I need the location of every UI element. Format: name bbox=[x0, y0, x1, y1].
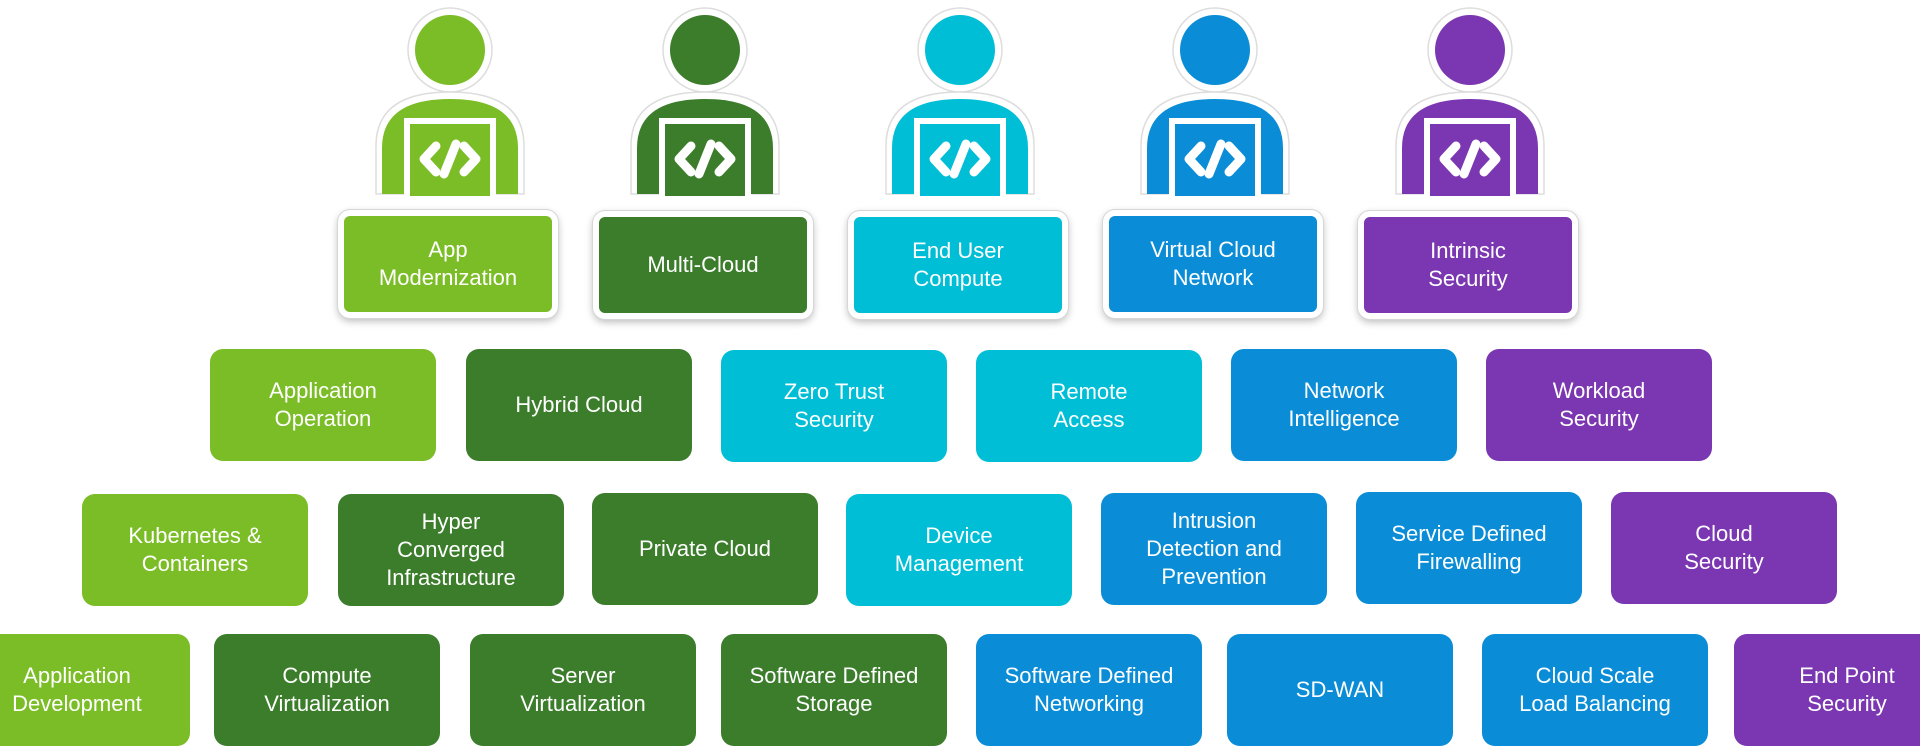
tile-network-intelligence: Network Intelligence bbox=[1231, 349, 1457, 461]
tile-hyper-converged-infrastructure: Hyper Converged Infrastructure bbox=[338, 494, 564, 606]
code-brackets-icon bbox=[1184, 139, 1246, 179]
tile-device-management: Device Management bbox=[846, 494, 1072, 606]
tile-intrusion-detection-prevention: Intrusion Detection and Prevention bbox=[1101, 493, 1327, 605]
tile-hybrid-cloud: Hybrid Cloud bbox=[466, 349, 692, 461]
tile-end-point-security: End Point Security bbox=[1734, 634, 1920, 746]
code-brackets-icon bbox=[1439, 139, 1501, 179]
tile-private-cloud: Private Cloud bbox=[592, 493, 818, 605]
tile-application-operation: Application Operation bbox=[210, 349, 436, 461]
tile-service-defined-firewalling: Service Defined Firewalling bbox=[1356, 492, 1582, 604]
developer-figure-app-modernization bbox=[370, 6, 530, 196]
tile-kubernetes-containers: Kubernetes & Containers bbox=[82, 494, 308, 606]
tile-remote-access: Remote Access bbox=[976, 350, 1202, 462]
tile-software-defined-networking: Software Defined Networking bbox=[976, 634, 1202, 746]
tile-compute-virtualization: Compute Virtualization bbox=[214, 634, 440, 746]
tile-software-defined-storage: Software Defined Storage bbox=[721, 634, 947, 746]
code-brackets-icon bbox=[674, 139, 736, 179]
pillar-intrinsic-security: Intrinsic Security bbox=[1358, 211, 1578, 319]
pillar-virtual-cloud-network: Virtual Cloud Network bbox=[1103, 210, 1323, 318]
developer-figure-multi-cloud bbox=[625, 6, 785, 196]
developer-figure-end-user-compute bbox=[880, 6, 1040, 196]
tile-application-development: Application Development bbox=[0, 634, 190, 746]
tile-server-virtualization: Server Virtualization bbox=[470, 634, 696, 746]
pillar-app-modernization: App Modernization bbox=[338, 210, 558, 318]
pillar-multi-cloud: Multi-Cloud bbox=[593, 211, 813, 319]
tile-cloud-scale-load-balancing: Cloud Scale Load Balancing bbox=[1482, 634, 1708, 746]
tile-zero-trust-security: Zero Trust Security bbox=[721, 350, 947, 462]
tile-cloud-security: Cloud Security bbox=[1611, 492, 1837, 604]
developer-figure-virtual-cloud-network bbox=[1135, 6, 1295, 196]
code-brackets-icon bbox=[929, 139, 991, 179]
tile-workload-security: Workload Security bbox=[1486, 349, 1712, 461]
developer-figure-intrinsic-security bbox=[1390, 6, 1550, 196]
code-brackets-icon bbox=[419, 139, 481, 179]
tile-sd-wan: SD-WAN bbox=[1227, 634, 1453, 746]
pillar-end-user-compute: End User Compute bbox=[848, 211, 1068, 319]
